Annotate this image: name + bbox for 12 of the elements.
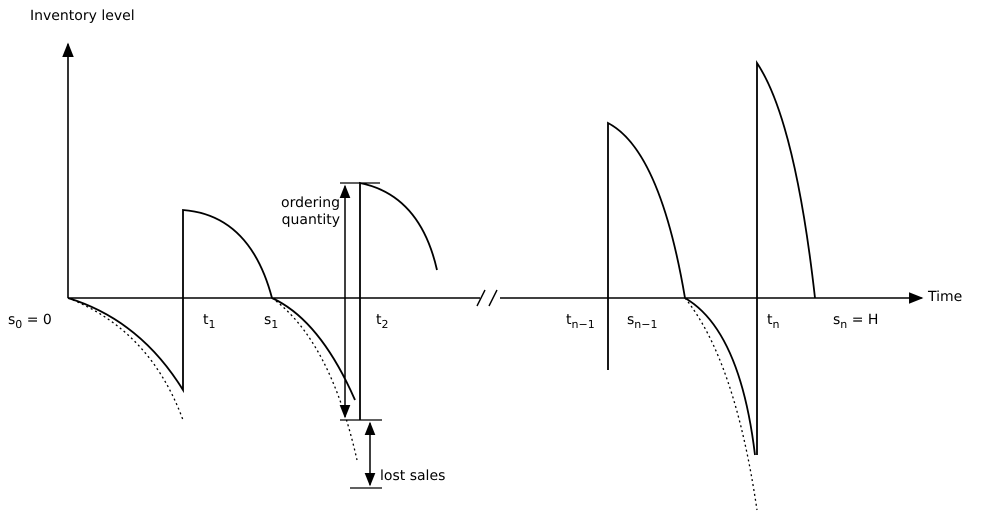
tick-label: s$_{0}$ = 0 <box>8 312 52 333</box>
tick-label: s$_{n}$ = H <box>833 312 878 333</box>
tick-label: t$_{2}$ <box>376 312 388 333</box>
tick-label: t$_{1}$ <box>203 312 216 333</box>
tick-label: s$_{n−1}$ <box>627 312 658 333</box>
annotation-text: lost sales <box>380 468 446 485</box>
axis-title: Time <box>928 289 962 306</box>
tick-label: t$_{n−1}$ <box>566 312 595 333</box>
tick-label: t$_{n}$ <box>767 312 780 333</box>
annotation-text: ordering quantity <box>280 195 340 229</box>
axis-title: Inventory level <box>30 8 135 25</box>
tick-label: s$_{1}$ <box>264 312 278 333</box>
